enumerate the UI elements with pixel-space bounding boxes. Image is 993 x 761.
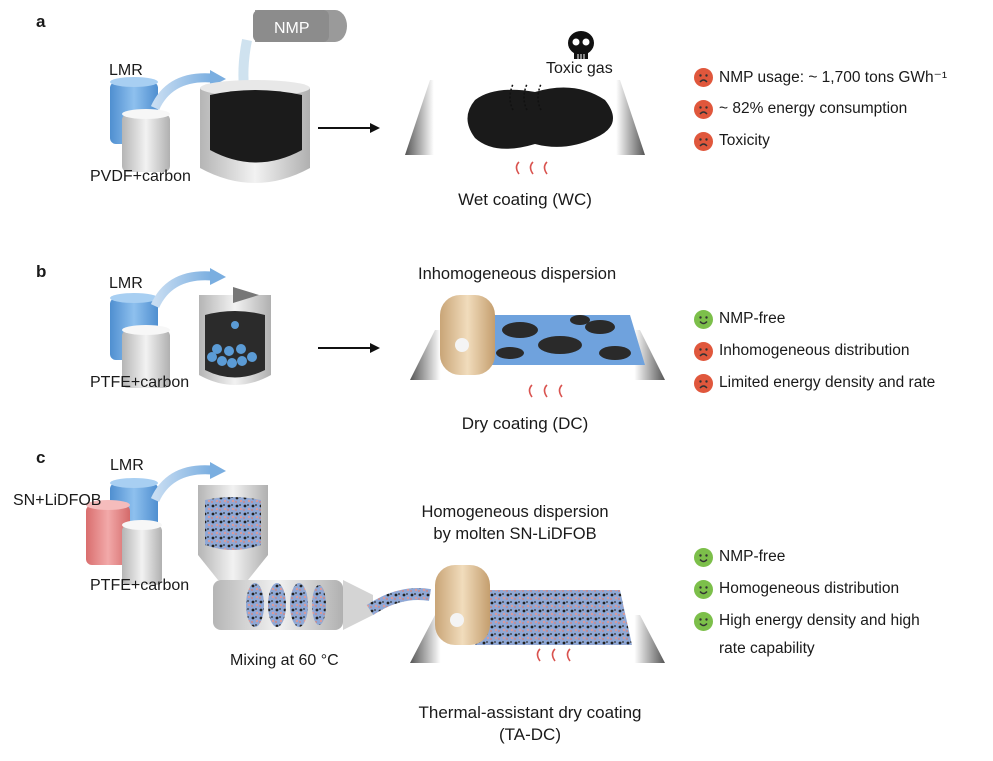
transfer-arrow-icon (150, 462, 226, 503)
point-text: ~ 82% energy consumption (719, 100, 908, 117)
point-text: Homogeneous distribution (719, 580, 900, 597)
panel-c-sn-lidfob-label: SN+LiDFOB (13, 492, 102, 509)
panel-c-dispersion-line2: by molten SN-LiDFOB (433, 525, 597, 543)
point-text: NMP usage: ~ 1,700 tons GWh⁻¹ (719, 68, 948, 86)
sad-face-icon (694, 341, 713, 361)
panel-c-caption-line1: Thermal-assistant dry coating (418, 703, 642, 722)
point-text: rate capability (719, 640, 815, 657)
nmp-mixer-icon (200, 10, 347, 183)
panel-a-caption: Wet coating (WC) (458, 190, 592, 209)
skull-icon (568, 31, 594, 60)
point-text: Limited energy density and rate (719, 374, 936, 391)
point-item: Inhomogeneous distribution (694, 340, 935, 362)
panel-c-lmr-label: LMR (110, 457, 144, 474)
point-item: NMP-free (694, 308, 935, 330)
point-item: Toxicity (694, 130, 947, 152)
panel-c-label: c (36, 448, 46, 467)
binder-cup (122, 114, 170, 172)
roller (440, 295, 495, 375)
panel-b-label: b (36, 262, 47, 281)
sn-lidfob-cup (86, 505, 130, 565)
panel-c-dispersion-line1: Homogeneous dispersion (421, 503, 609, 521)
wet-coating-plate-icon (405, 80, 645, 175)
point-text: NMP-free (719, 548, 786, 565)
panel-a-process-arrow (318, 123, 380, 133)
panel-b-lmr-label: LMR (109, 275, 143, 292)
panel-a-lmr-label: LMR (109, 62, 143, 79)
point-item-continuation: rate capability (694, 638, 920, 660)
ta-dry-coating-plate-icon (366, 565, 665, 663)
sad-face-icon (694, 67, 713, 87)
point-text: Toxicity (719, 132, 770, 149)
panel-c-points: NMP-free Homogeneous distribution High e… (694, 546, 920, 660)
happy-face-icon (694, 611, 713, 631)
point-text: High energy density and high (719, 612, 920, 629)
panel-b-binder-label: PTFE+carbon (90, 374, 190, 391)
happy-face-icon (694, 579, 713, 599)
transfer-arrow-icon (150, 268, 226, 309)
point-text: Inhomogeneous distribution (719, 342, 910, 359)
extruder-icon (198, 485, 373, 630)
dry-coating-plate-icon (410, 295, 665, 398)
homogeneous-film (475, 590, 632, 645)
nmp-label: NMP (274, 20, 310, 37)
sad-face-icon (694, 131, 713, 151)
panel-b-input-cups-icon (110, 293, 170, 388)
happy-face-icon (694, 309, 713, 329)
point-item: NMP-free (694, 546, 920, 568)
panel-b-points: NMP-free Inhomogeneous distribution Limi… (694, 308, 935, 394)
sad-face-icon (694, 373, 713, 393)
panel-b-dispersion-label: Inhomogeneous dispersion (418, 265, 617, 283)
panel-a-binder-label: PVDF+carbon (90, 168, 191, 185)
panel-c-input-cups-icon (86, 478, 162, 585)
panel-c-binder-label: PTFE+carbon (90, 577, 190, 594)
mixing-label: Mixing at 60 °C (230, 652, 339, 669)
point-item: High energy density and high (694, 610, 920, 632)
point-text: NMP-free (719, 310, 786, 327)
point-item: NMP usage: ~ 1,700 tons GWh⁻¹ (694, 66, 947, 88)
panel-a-input-cups-icon (110, 77, 170, 172)
dry-mixer-icon (199, 287, 271, 385)
sad-face-icon (694, 99, 713, 119)
panel-b-process-arrow (318, 343, 380, 353)
panel-a-label: a (36, 12, 46, 31)
toxic-gas-label: Toxic gas (546, 60, 613, 77)
panel-a-points: NMP usage: ~ 1,700 tons GWh⁻¹ ~ 82% ener… (694, 66, 947, 152)
panel-b-caption: Dry coating (DC) (461, 414, 589, 433)
point-item: ~ 82% energy consumption (694, 98, 947, 120)
happy-face-icon (694, 547, 713, 567)
point-item: Homogeneous distribution (694, 578, 920, 600)
panel-c-caption-line2: (TA-DC) (499, 725, 561, 744)
roller (435, 565, 490, 645)
point-item: Limited energy density and rate (694, 372, 935, 394)
